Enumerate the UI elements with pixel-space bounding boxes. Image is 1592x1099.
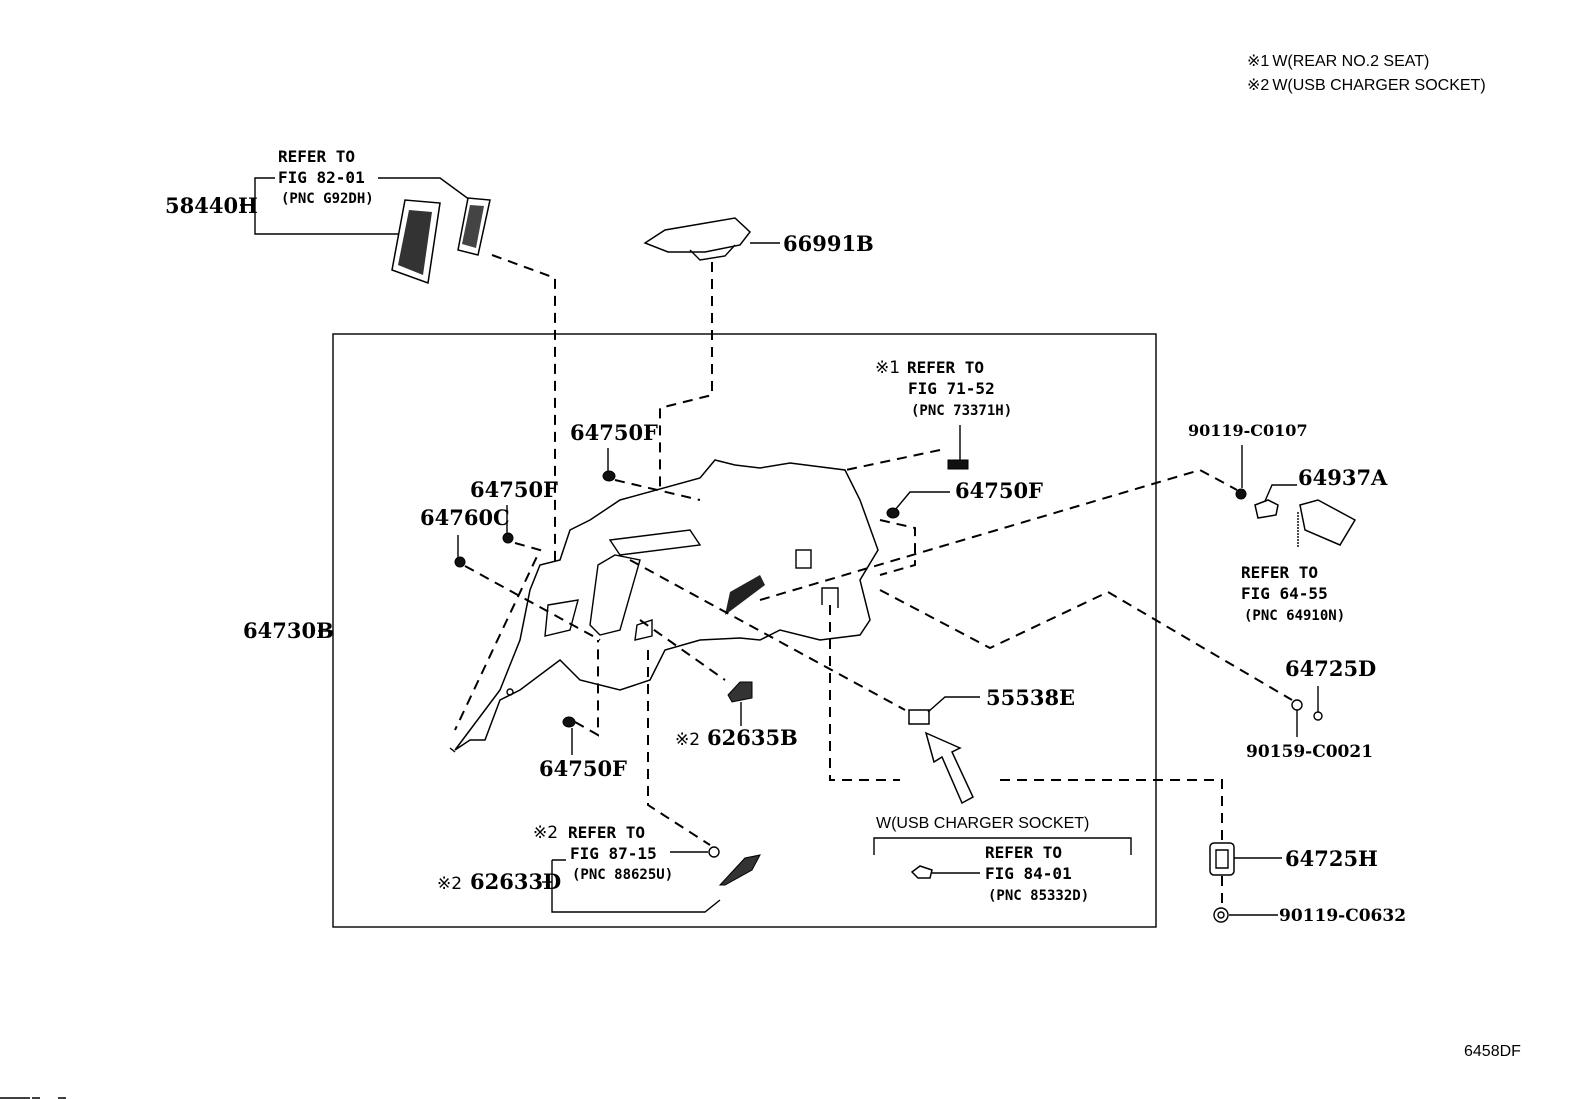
note-mark: ※1 (875, 358, 900, 378)
clip-icon (502, 532, 514, 544)
note-mark: ※2 (437, 874, 462, 894)
cover-cap-icon (1254, 499, 1279, 519)
quarter-trim-panel[interactable]: 64730B (243, 459, 879, 753)
clip-64760C[interactable]: 64760C (420, 505, 601, 641)
part-number-90119-C0632[interactable]: 90119-C0632 (1279, 906, 1406, 926)
clip-icon (886, 507, 900, 519)
speaker-cover-icon (727, 681, 753, 703)
clip-64750F-left[interactable]: 64750F (454, 477, 558, 731)
ref-line1: REFER TO (907, 358, 984, 377)
clip-64750F-bottom[interactable]: 64750F (539, 640, 627, 781)
ref-line1: REFER TO (985, 843, 1062, 862)
part-62635B-group[interactable]: ※2 62635B (639, 619, 798, 750)
part-number-64725D[interactable]: 64725D (1285, 656, 1376, 681)
part-number-90159-C0021[interactable]: 90159-C0021 (1246, 742, 1373, 762)
connector-icon (947, 459, 969, 470)
panel-clip-mount (821, 587, 839, 608)
ref-line1: REFER TO (568, 823, 645, 842)
usb-harness-icon (910, 865, 933, 879)
usb-group-label: W(USB CHARGER SOCKET) (876, 815, 1089, 832)
ref-line3: (PNC 64910N) (1244, 608, 1345, 624)
ref-line2: FIG 64-55 (1241, 584, 1328, 603)
part-number-64750F[interactable]: 64750F (539, 756, 627, 781)
ref-line2: FIG 87-15 (570, 844, 657, 863)
ref-line1: REFER TO (1241, 563, 1318, 582)
ref-line3: (PNC G92DH) (281, 191, 374, 207)
part-number-90119-C0107[interactable]: 90119-C0107 (1188, 421, 1308, 440)
speaker-grille (725, 575, 765, 615)
clip-64750F-right[interactable]: 64750F (879, 478, 1043, 576)
panel-rib (608, 529, 702, 556)
leader-64725H (829, 605, 1223, 840)
part-64725H-group[interactable]: 64725H (1209, 842, 1378, 905)
part-90159-C0021-group[interactable]: 90159-C0021 (1246, 699, 1373, 762)
ref-line2: FIG 84-01 (985, 864, 1072, 883)
part-62633D-group[interactable]: ※2 REFER TO FIG 87-15 (PNC 88625U) ※2 62… (437, 650, 761, 913)
usb-charger-socket-group[interactable]: W(USB CHARGER SOCKET) REFER TO FIG 84-01… (873, 815, 1132, 904)
ref-line2: FIG 71-52 (908, 379, 995, 398)
view-arrow-icon (924, 731, 974, 805)
ref-line3: (PNC 73371H) (911, 403, 1012, 419)
panel-opening (589, 554, 641, 636)
ref-line3: (PNC 88625U) (572, 867, 673, 883)
ref-line2: FIG 82-01 (278, 168, 365, 187)
part-64937A-group[interactable]: 64937A REFER TO FIG 64-55 (PNC 64910N) (1241, 465, 1388, 624)
part-number-55538E[interactable]: 55538E (986, 685, 1075, 710)
deck-side-trim-icon (1299, 499, 1357, 546)
part-number-64725H[interactable]: 64725H (1285, 846, 1378, 871)
hook-icon (1209, 842, 1235, 876)
part-number-62635B[interactable]: 62635B (707, 725, 798, 750)
clip-icon (562, 716, 576, 728)
note-mark: ※2 (675, 730, 700, 750)
panel-slot (795, 549, 812, 569)
nut-icon (1313, 711, 1323, 721)
ref-71-52-group[interactable]: ※1 REFER TO FIG 71-52 (PNC 73371H) (609, 358, 1012, 521)
usb-socket-icon (708, 846, 720, 858)
part-number-66991B[interactable]: 66991B (783, 231, 874, 256)
usb-bezel-icon (718, 854, 761, 886)
clip-icon (454, 556, 466, 568)
floor-mat-pattern (398, 210, 432, 275)
bolt-icon (1235, 488, 1247, 500)
part-58440H-group[interactable]: 58440H REFER TO FIG 82-01 (PNC G92DH) (165, 147, 556, 590)
part-64725D-group[interactable]: 64725D (1285, 656, 1376, 721)
part-number-64750F[interactable]: 64750F (955, 478, 1043, 503)
figure-id: 6458DF (1464, 1043, 1521, 1060)
part-90119-C0107-group[interactable]: 90119-C0107 (1188, 421, 1308, 500)
trim-panel-outline (454, 459, 879, 751)
part-number-64750F[interactable]: 64750F (470, 477, 558, 502)
part-number-64937A[interactable]: 64937A (1298, 465, 1388, 490)
clip-64750F-top[interactable]: 64750F (570, 420, 701, 501)
part-90119-C0632-group[interactable]: 90119-C0632 (1213, 906, 1406, 926)
leader-90159 (879, 589, 1293, 701)
note-mark: ※2 (533, 823, 558, 843)
part-55538E-group[interactable]: 55538E (629, 559, 1075, 805)
part-number-64760C[interactable]: 64760C (420, 505, 510, 530)
clip-icon (602, 470, 616, 482)
clip-55538E-icon (908, 709, 930, 725)
screw-icon (1291, 699, 1303, 711)
tray-cover-icon (643, 217, 752, 253)
ref-line1: REFER TO (278, 147, 355, 166)
bolt-icon (1213, 907, 1229, 923)
ref-line3: (PNC 85332D) (988, 888, 1089, 904)
part-number-64750F[interactable]: 64750F (570, 420, 658, 445)
